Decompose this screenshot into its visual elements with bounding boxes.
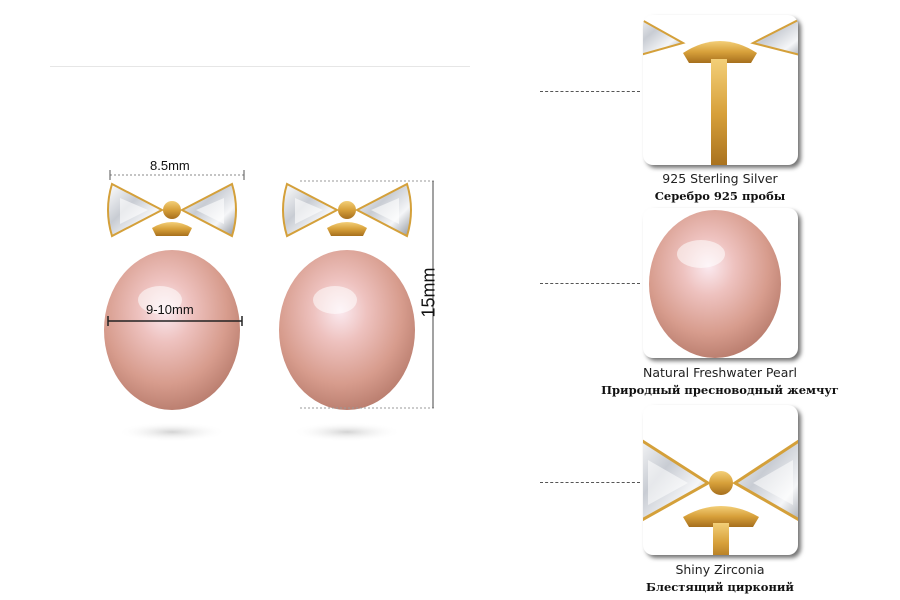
height-dimension-label: 15mm xyxy=(418,267,439,318)
feature-3-caption-ru: Блестящий цирконий xyxy=(646,580,794,594)
top-divider xyxy=(50,66,470,67)
diameter-dimension-label: 9-10mm xyxy=(146,302,194,317)
diameter-dimension-line xyxy=(107,316,243,326)
feature-2-caption-en: Natural Freshwater Pearl xyxy=(643,365,797,380)
left-pearl xyxy=(104,250,240,410)
feature-3-leader xyxy=(540,482,640,483)
bow-closeup-icon xyxy=(643,439,798,555)
width-dimension-label: 8.5mm xyxy=(150,158,190,173)
feature-2-leader xyxy=(540,283,640,284)
feature-1-caption-ru: Серебро 925 пробы xyxy=(654,189,786,203)
feature-1-leader xyxy=(540,91,640,92)
right-pearl xyxy=(279,250,415,410)
height-dimension-line xyxy=(300,180,435,409)
width-dimension-line xyxy=(109,170,245,180)
right-bow xyxy=(282,182,412,238)
post-closeup-icon xyxy=(643,18,798,165)
feature-3-caption-en: Shiny Zirconia xyxy=(675,562,765,577)
feature-1-thumbnail xyxy=(643,15,798,165)
feature-3-thumbnail xyxy=(643,405,798,555)
left-bow xyxy=(107,182,237,238)
feature-2-caption-ru: Природный пресноводный жемчуг xyxy=(601,383,839,397)
pearl-closeup-icon xyxy=(649,210,781,358)
feature-1-caption-en: 925 Sterling Silver xyxy=(662,171,778,186)
feature-2-thumbnail xyxy=(643,208,798,358)
right-earring-image xyxy=(279,182,415,442)
left-earring-image xyxy=(104,182,240,442)
